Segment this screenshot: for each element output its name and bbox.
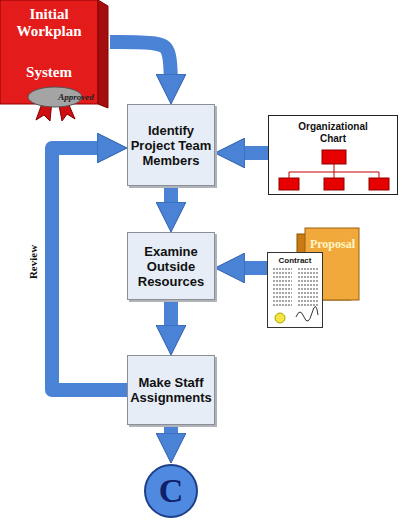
connector-circle: C (143, 463, 199, 519)
process-box-text: Identify Project Team Members (129, 123, 213, 168)
org-chart-box-icon (369, 178, 389, 190)
contract-page: Contract (267, 252, 323, 328)
process-box: Identify Project Team Members (127, 104, 215, 186)
flow-arrow (215, 261, 267, 275)
process-box-text: Examine Outside Resources (129, 244, 213, 289)
proposal-folder-text: Proposal (310, 237, 355, 251)
workplan-book-text: Initial Workplan (0, 6, 98, 40)
connector-circle-text: C (159, 473, 184, 509)
org-chart-line (289, 164, 379, 178)
org-chart-box-icon (322, 150, 346, 164)
org-chart-box: Organizational Chart (268, 115, 398, 195)
flow-arrow (52, 148, 127, 390)
flow-arrow (215, 146, 268, 160)
book-edge (98, 0, 108, 108)
text-scribble (273, 269, 318, 305)
contract-page-text: Contract (268, 256, 322, 265)
flow-arrow (164, 186, 178, 232)
process-box: Make Staff Assignments (127, 355, 215, 425)
org-chart-box-text: Organizational Chart (289, 121, 377, 145)
workplan-book-text: System (0, 64, 98, 81)
process-box-text: Make Staff Assignments (129, 375, 213, 405)
process-box: Examine Outside Resources (127, 232, 215, 300)
edge-label: Review (27, 245, 39, 279)
flow-arrow (110, 42, 171, 104)
contract-seal (275, 313, 285, 323)
signature-scribble (296, 306, 318, 321)
connector-group (52, 42, 268, 463)
circle-outline (145, 465, 197, 517)
workplan-book: Initial WorkplanSystemApproved (0, 0, 110, 120)
org-chart-box-icon (324, 178, 344, 190)
approval-seal-text: Approved (27, 92, 125, 102)
approval-seal: Approved (27, 86, 83, 108)
flow-arrow (164, 300, 178, 355)
flow-arrow (164, 425, 178, 463)
org-chart-box-icon (279, 178, 299, 190)
